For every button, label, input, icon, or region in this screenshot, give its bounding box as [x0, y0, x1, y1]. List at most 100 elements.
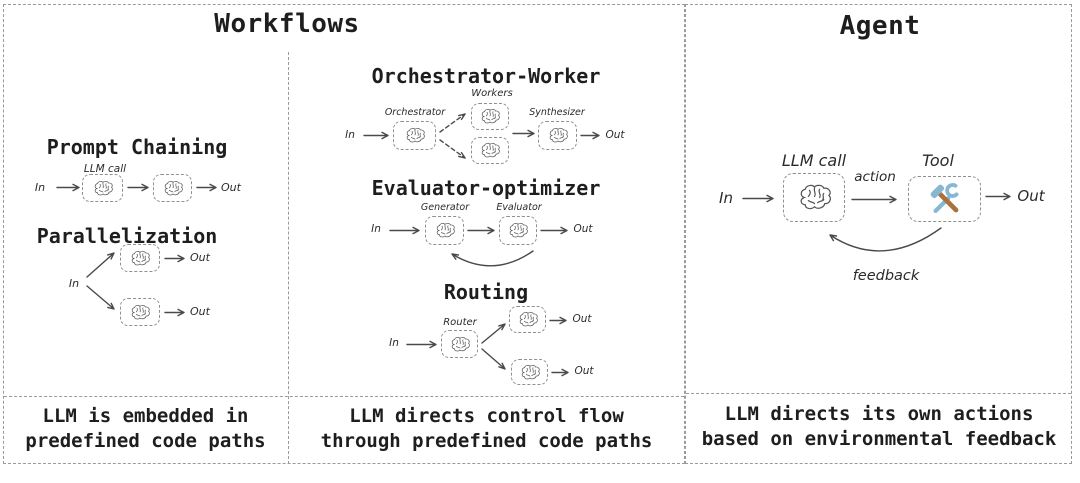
router-node — [441, 330, 478, 358]
arrow — [512, 129, 535, 138]
arrow — [56, 183, 80, 192]
arrow-down-right — [481, 348, 506, 370]
llm-call-label: LLM call — [781, 151, 847, 170]
caption-line: based on environmental feedback — [701, 428, 1057, 450]
out-label: Out — [574, 365, 594, 377]
arrow — [389, 226, 420, 235]
workflows-left-caption: LLM is embedded in predefined code paths — [4, 404, 287, 454]
workflows-middle-caption: LLM directs control flow through predefi… — [289, 404, 684, 454]
llm-node — [509, 306, 546, 333]
arrow — [467, 226, 495, 235]
generator-label: Generator — [420, 202, 470, 213]
brain-icon — [519, 364, 541, 381]
arrow-up-right — [481, 323, 506, 344]
brain-icon — [547, 127, 569, 144]
dashed-arrow-down — [439, 139, 466, 159]
llm-node — [120, 298, 160, 326]
in-label: In — [345, 129, 355, 141]
arrow — [549, 316, 567, 325]
feedback-label: feedback — [852, 268, 920, 284]
evaluator-node — [499, 216, 537, 245]
caption-line: predefined code paths — [25, 430, 266, 452]
arrow-up-right — [86, 252, 115, 278]
arrow-down-right — [86, 285, 115, 310]
arrow — [127, 183, 149, 192]
tool-label: Tool — [922, 151, 954, 170]
caption-line: through predefined code paths — [320, 430, 653, 452]
synthesizer-label: Synthesizer — [529, 107, 585, 118]
brain-icon — [479, 108, 501, 125]
feedback-curve-arrow — [829, 227, 942, 252]
action-label: action — [854, 169, 896, 185]
evaluator-optimizer-title: Evaluator-optimizer — [371, 176, 601, 200]
orchestrator-label: Orchestrator — [384, 107, 446, 118]
synthesizer-node — [538, 121, 577, 150]
brain-icon — [507, 222, 529, 239]
orchestrator-node — [393, 121, 436, 150]
arrow — [851, 195, 897, 204]
workers-label: Workers — [471, 88, 513, 99]
out-label: Out — [221, 181, 241, 194]
prompt-chaining-title: Prompt Chaining — [46, 135, 228, 159]
dashed-arrow-up — [439, 113, 466, 133]
llm-node — [511, 359, 548, 385]
arrow — [196, 183, 217, 192]
brain-icon — [479, 142, 501, 159]
arrow — [551, 368, 569, 377]
in-label: In — [371, 223, 381, 235]
caption-line: LLM directs control flow — [349, 405, 624, 427]
llm-node — [120, 244, 160, 272]
brain-icon — [434, 222, 456, 239]
brain-icon — [129, 250, 151, 267]
brain-icon — [449, 336, 471, 353]
caption-line: LLM directs its own actions — [724, 403, 1034, 425]
router-label: Router — [443, 317, 477, 328]
arrow — [164, 308, 185, 317]
out-label: Out — [190, 305, 210, 318]
llm-node — [153, 174, 192, 202]
feedback-curve-arrow — [451, 250, 534, 267]
in-label: In — [68, 277, 80, 290]
brain-icon — [92, 180, 114, 197]
in-label: In — [719, 189, 733, 207]
brain-icon — [162, 180, 184, 197]
arrow — [742, 194, 774, 203]
routing-title: Routing — [443, 280, 529, 304]
out-label: Out — [190, 251, 210, 264]
caption-line: LLM is embedded in — [42, 405, 249, 427]
workflows-caption-divider — [4, 396, 684, 397]
workflows-column-divider — [288, 52, 289, 464]
workflows-title: Workflows — [214, 9, 360, 39]
generator-node — [425, 216, 464, 245]
agent-caption-divider — [686, 393, 1071, 394]
agent-caption: LLM directs its own actions based on env… — [686, 402, 1072, 452]
arrow — [363, 131, 389, 140]
arrow — [540, 226, 568, 235]
evaluator-label: Evaluator — [496, 202, 542, 213]
llm-node — [783, 173, 845, 222]
brain-icon — [796, 183, 833, 212]
hammer-wrench-icon — [928, 182, 962, 216]
in-label: In — [34, 181, 46, 194]
agent-panel — [685, 4, 1072, 464]
in-label: In — [389, 337, 399, 349]
agent-title: Agent — [839, 11, 921, 41]
brain-icon — [129, 304, 151, 321]
out-label: Out — [572, 313, 592, 325]
brain-icon — [517, 311, 539, 328]
llm-call-label: LLM call — [83, 163, 127, 175]
orchestrator-worker-title: Orchestrator-Worker — [371, 64, 601, 88]
worker-node — [471, 137, 509, 164]
arrow — [164, 254, 185, 263]
out-label: Out — [1017, 187, 1045, 205]
worker-node — [471, 103, 509, 130]
out-label: Out — [605, 129, 625, 141]
workflows-panel — [3, 4, 685, 464]
brain-icon — [404, 127, 426, 144]
llm-node — [82, 174, 123, 202]
tool-node — [908, 176, 981, 222]
arrow — [580, 131, 600, 140]
arrow — [406, 340, 437, 349]
arrow — [985, 192, 1011, 201]
